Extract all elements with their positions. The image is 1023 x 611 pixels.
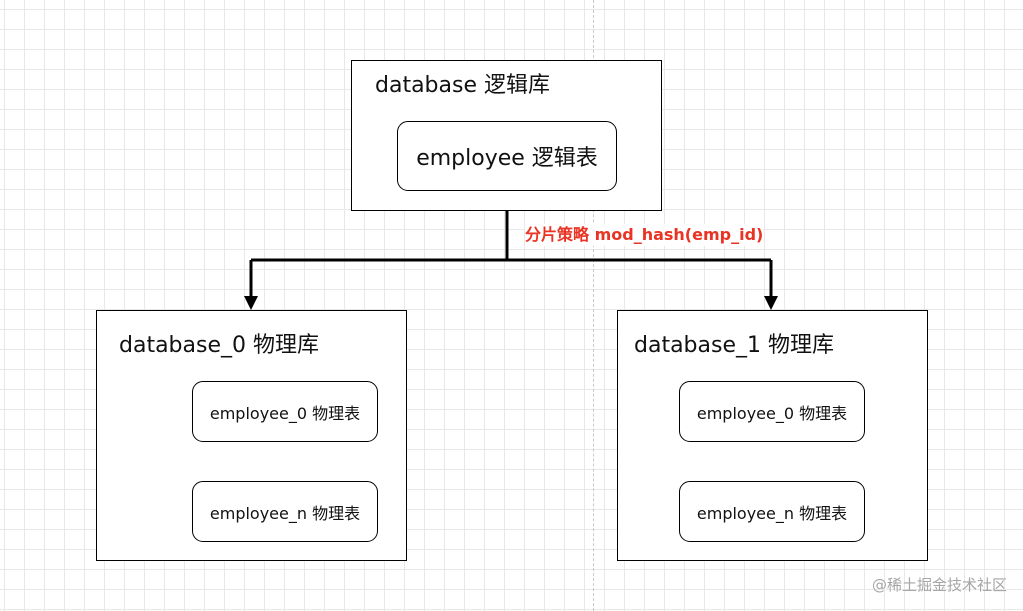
left-arrow-head bbox=[244, 296, 258, 310]
physical-database-0-title: database_0 物理库 bbox=[119, 333, 319, 358]
right-arrow-head bbox=[764, 296, 778, 310]
physical-database-1-box: database_1 物理库 employee_0 物理表 employee_n… bbox=[617, 310, 928, 561]
physical-database-1-title: database_1 物理库 bbox=[634, 333, 834, 358]
physical-table-box: employee_n 物理表 bbox=[192, 481, 378, 542]
physical-table-box: employee_0 物理表 bbox=[192, 381, 378, 442]
physical-database-0-box: database_0 物理库 employee_0 物理表 employee_n… bbox=[96, 310, 407, 561]
physical-table-box: employee_0 物理表 bbox=[679, 381, 865, 442]
logical-table-box: employee 逻辑表 bbox=[397, 121, 617, 191]
logical-database-box: database 逻辑库 employee 逻辑表 bbox=[351, 60, 662, 211]
sharding-strategy-label: 分片策略 mod_hash(emp_id) bbox=[525, 224, 764, 246]
watermark-text: @稀土掘金技术社区 bbox=[871, 576, 1007, 594]
logical-database-title: database 逻辑库 bbox=[375, 73, 550, 98]
center-guide-line bbox=[593, 0, 594, 611]
physical-table-box: employee_n 物理表 bbox=[679, 481, 865, 542]
